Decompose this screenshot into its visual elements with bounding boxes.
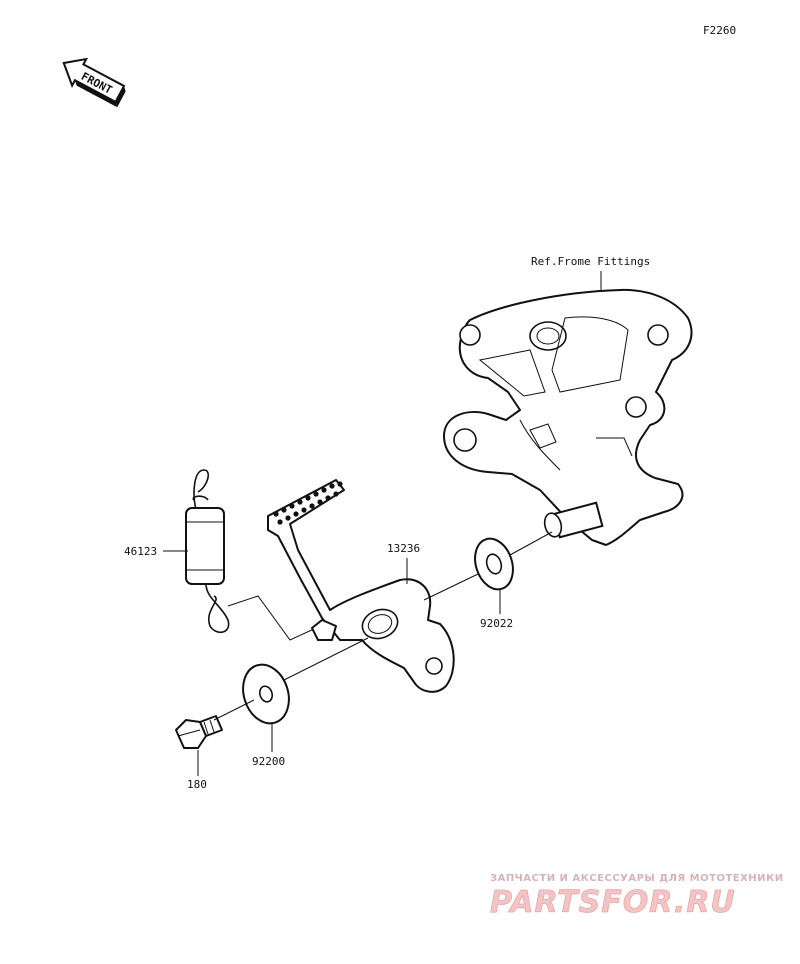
assembly-line-pedal bbox=[283, 637, 369, 681]
return-spring bbox=[185, 469, 230, 633]
part-label-92022: 92022 bbox=[480, 617, 513, 630]
watermark-tagline: ЗАПЧАСТИ И АКСЕССУАРЫ ДЛЯ МОТОТЕХНИКИ bbox=[490, 873, 784, 884]
assembly-line-bolt bbox=[213, 699, 255, 721]
part-label-92200: 92200 bbox=[252, 755, 285, 768]
frame-fitting-bracket bbox=[443, 288, 693, 546]
part-label-13236: 13236 bbox=[387, 542, 420, 555]
assembly-line-pin bbox=[509, 531, 553, 556]
watermark-logo: PARTSFOR.RU bbox=[490, 885, 736, 920]
assembly-line-washer bbox=[423, 573, 479, 601]
spring-hook-line bbox=[227, 595, 317, 641]
washer-92022 bbox=[474, 537, 514, 591]
washer-92200 bbox=[242, 663, 290, 725]
figure-code: F2260 bbox=[703, 24, 736, 37]
part-label-180: 180 bbox=[187, 778, 207, 791]
reference-label: Ref.Frome Fittings bbox=[531, 255, 650, 268]
brake-pedal bbox=[267, 479, 455, 693]
reference-leader bbox=[594, 271, 602, 293]
front-arrow-icon: FRONT bbox=[62, 57, 126, 108]
bolt bbox=[175, 715, 223, 749]
part-label-46123: 46123 bbox=[124, 545, 157, 558]
